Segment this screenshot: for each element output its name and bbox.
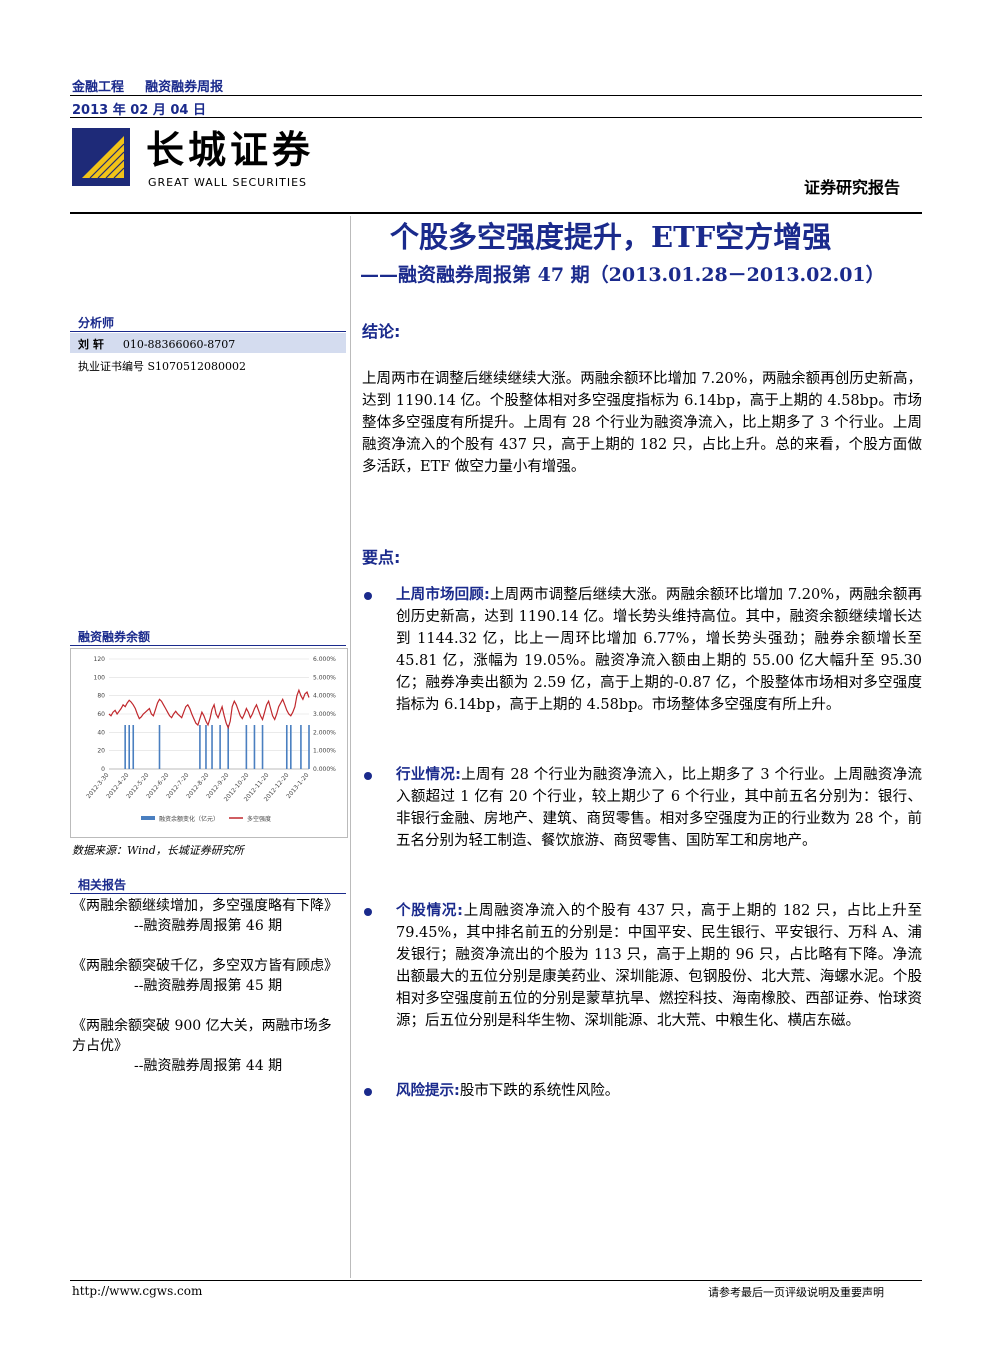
y2-tick-label: 1.000% bbox=[313, 748, 336, 755]
chart-bar bbox=[211, 725, 213, 769]
analyst-name: 刘 轩 bbox=[78, 338, 104, 351]
header-divider-top bbox=[70, 95, 922, 96]
related-section-line bbox=[70, 893, 346, 894]
point-stocks: 个股情况:上周融资净流入的个股有 437 只，高于上期的 182 只，占比上升至… bbox=[396, 900, 922, 1032]
bullet-icon bbox=[364, 908, 372, 916]
report-category: 金融工程 融资融券周报 bbox=[72, 76, 223, 95]
chart-bar bbox=[290, 725, 292, 769]
report-date: 2013 年 02 月 04 日 bbox=[72, 103, 206, 118]
analyst-section-line bbox=[70, 331, 346, 332]
related-item[interactable]: 《两融余额继续增加，多空强度略有下降》 --融资融券周报第 46 期 bbox=[72, 896, 342, 936]
chart-title: 融资融券余额 bbox=[78, 630, 151, 644]
series-label: 融资融券周报 bbox=[145, 80, 224, 95]
analyst-cert: 执业证书编号 S1070512080002 bbox=[78, 360, 247, 373]
chart-bar bbox=[128, 725, 131, 769]
chart-bar bbox=[285, 725, 288, 769]
point-market: 上周市场回顾:上周两市调整后继续大涨。两融余额环比增加 7.20%，两融余额再创… bbox=[396, 584, 922, 716]
point-industry: 行业情况:上周有 28 个行业为融资净流入，比上期多了 3 个行业。上周融资净流… bbox=[396, 764, 922, 852]
analyst-section-title: 分析师 bbox=[78, 316, 115, 330]
chart-bar bbox=[308, 725, 310, 769]
chart-frame: 120 100 80 60 40 20 0 0.000% 1.000% 2.000% 3.000% 4… bbox=[70, 648, 348, 838]
y-tick-label: 0 bbox=[101, 766, 105, 773]
report-subtitle: ——融资融券周报第 47 期（2013.01.28－2013.02.01） bbox=[360, 264, 885, 286]
report-title: 个股多空强度提升，ETF空方增强 bbox=[390, 220, 832, 254]
related-section-title: 相关报告 bbox=[78, 878, 127, 892]
chart-line-series bbox=[108, 688, 310, 730]
bullet-icon bbox=[364, 592, 372, 600]
related-item-sub: --融资融券周报第 45 期 bbox=[134, 978, 283, 994]
analyst-bar bbox=[70, 333, 346, 353]
point-text: 上周两市调整后继续大涨。两融余额环比增加 7.20%，两融余额再创历史新高，达到… bbox=[396, 587, 922, 713]
point-label: 风险提示: bbox=[396, 1083, 460, 1099]
y2-tick-label: 6.000% bbox=[313, 656, 336, 663]
chart-bar bbox=[253, 725, 256, 769]
analyst-phone: 010-88366060-8707 bbox=[122, 338, 236, 351]
points-heading: 要点: bbox=[362, 548, 401, 567]
y-tick-label: 60 bbox=[97, 711, 105, 718]
footer-disclaimer: 请参考最后一页评级说明及重要声明 bbox=[708, 1286, 884, 1299]
related-item-title[interactable]: 《两融余额突破千亿，多空双方皆有顾虑》 bbox=[72, 958, 338, 974]
y-tick-label: 40 bbox=[97, 729, 105, 736]
point-text: 股市下跌的系统性风险。 bbox=[459, 1083, 620, 1099]
y-tick-label: 120 bbox=[94, 656, 106, 663]
related-item[interactable]: 《两融余额突破 900 亿大关，两融市场多方占优》 --融资融券周报第 44 期 bbox=[72, 1016, 342, 1076]
analyst-row: 刘 轩 010-88366060-8707 bbox=[78, 336, 235, 352]
column-divider bbox=[350, 216, 351, 1278]
chart-bar bbox=[219, 725, 221, 769]
chart-bar bbox=[124, 725, 126, 769]
bullet-icon bbox=[364, 772, 372, 780]
legend-swatch bbox=[141, 816, 155, 820]
y2-tick-label: 3.000% bbox=[313, 711, 336, 718]
chart-title-line bbox=[70, 645, 346, 646]
chart-bar bbox=[245, 725, 248, 769]
company-name-cn: 长城证券 bbox=[146, 127, 315, 172]
y-tick-label: 100 bbox=[94, 674, 106, 681]
point-label: 行业情况: bbox=[396, 767, 461, 783]
y2-tick-label: 4.000% bbox=[313, 693, 336, 700]
category-label: 金融工程 bbox=[72, 80, 125, 95]
report-type: 证券研究报告 bbox=[804, 178, 901, 197]
balance-chart: 120 100 80 60 40 20 0 0.000% 1.000% 2.000% 3.000% 4… bbox=[85, 656, 336, 823]
point-text: 上周有 28 个行业为融资净流入，比上期多了 3 个行业。上周融资净流入额超过 … bbox=[396, 767, 922, 849]
legend-label: 多空强度 bbox=[247, 815, 271, 823]
point-risk: 风险提示:股市下跌的系统性风险。 bbox=[396, 1080, 922, 1102]
related-item-sub: --融资融券周报第 46 期 bbox=[134, 918, 283, 934]
conclusion-text: 上周两市在调整后继续继续大涨。两融余额环比增加 7.20%，两融余额再创历史新高… bbox=[362, 371, 922, 475]
y2-tick-label: 0.000% bbox=[313, 766, 336, 773]
y2-tick-label: 5.000% bbox=[313, 674, 336, 681]
related-item-sub: --融资融券周报第 44 期 bbox=[134, 1058, 283, 1074]
related-item-title[interactable]: 《两融余额继续增加，多空强度略有下降》 bbox=[72, 898, 338, 914]
company-logo-icon bbox=[72, 128, 130, 186]
chart-bar bbox=[227, 725, 229, 769]
header-divider-bottom bbox=[70, 117, 922, 118]
chart-source: 数据来源：Wind，长城证券研究所 bbox=[72, 844, 244, 857]
chart-bar bbox=[158, 725, 161, 769]
y-tick-label: 80 bbox=[97, 693, 105, 700]
point-label: 上周市场回顾: bbox=[396, 587, 490, 603]
point-label: 个股情况: bbox=[396, 903, 463, 919]
bullet-icon bbox=[364, 1088, 372, 1096]
footer-url[interactable]: http://www.cgws.com bbox=[72, 1284, 203, 1298]
y-tick-label: 20 bbox=[97, 748, 105, 755]
y2-tick-label: 2.000% bbox=[313, 729, 336, 736]
chart-bar bbox=[199, 725, 201, 769]
company-name-en: GREAT WALL SECURITIES bbox=[148, 176, 308, 189]
related-item-title[interactable]: 《两融余额突破 900 亿大关，两融市场多方占优》 bbox=[72, 1018, 332, 1054]
point-text: 上周融资净流入的个股有 437 只，高于上期的 182 只，占比上升至 79.4… bbox=[396, 903, 922, 1029]
related-list: 《两融余额继续增加，多空强度略有下降》 --融资融券周报第 46 期 《两融余额… bbox=[72, 896, 342, 1076]
footer-divider bbox=[70, 1280, 922, 1281]
main-divider bbox=[70, 212, 922, 214]
chart-bar bbox=[132, 725, 135, 769]
legend-label: 融资余额变化（亿元） bbox=[159, 815, 219, 823]
related-item[interactable]: 《两融余额突破千亿，多空双方皆有顾虑》 --融资融券周报第 45 期 bbox=[72, 956, 342, 996]
chart-bar bbox=[205, 725, 207, 769]
chart-bar bbox=[261, 725, 264, 769]
chart-bar bbox=[300, 725, 302, 769]
conclusion-heading: 结论: bbox=[362, 322, 401, 341]
